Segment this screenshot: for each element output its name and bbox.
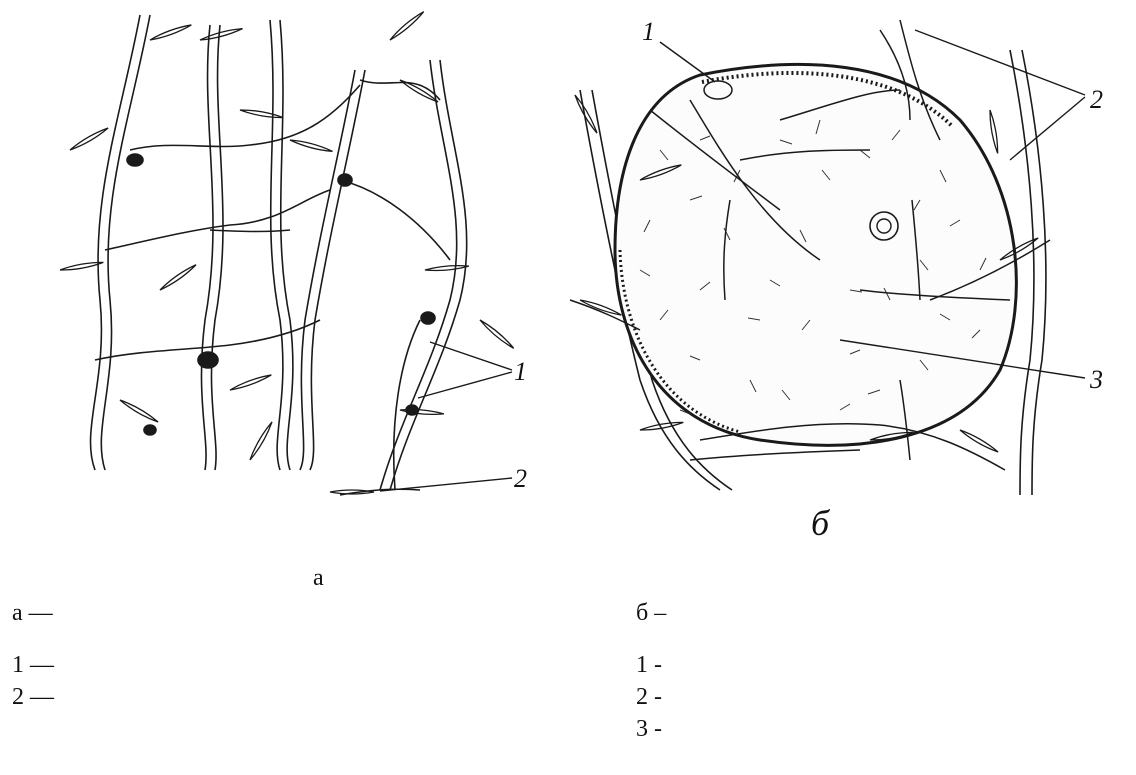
legend-left-item-2: 2 — [12, 684, 54, 711]
legend-left-title: а — [12, 600, 53, 627]
callout-label-b-2: 2 [1090, 85, 1103, 114]
callout-label-b-1: 1 [642, 17, 655, 46]
legend-right-item-3: 3 - [636, 716, 662, 743]
globule-drawing [570, 20, 1050, 495]
callout-lines-a [380, 342, 512, 491]
callout-label-a-1: 1 [514, 357, 527, 386]
fiber-network-drawing [60, 10, 515, 495]
legend-right-item-2: 2 - [636, 684, 662, 711]
legend-right-title: б – [636, 600, 666, 627]
illustration: 1 2 [0, 0, 1136, 560]
legend-right-item-1: 1 - [636, 652, 662, 679]
panel-letter-b: б [811, 503, 831, 543]
legend-left-item-1: 1 — [12, 652, 54, 679]
callout-label-a-2: 2 [514, 464, 527, 493]
panel-letter-a: а [313, 565, 324, 592]
callout-label-b-3: 3 [1089, 365, 1103, 394]
